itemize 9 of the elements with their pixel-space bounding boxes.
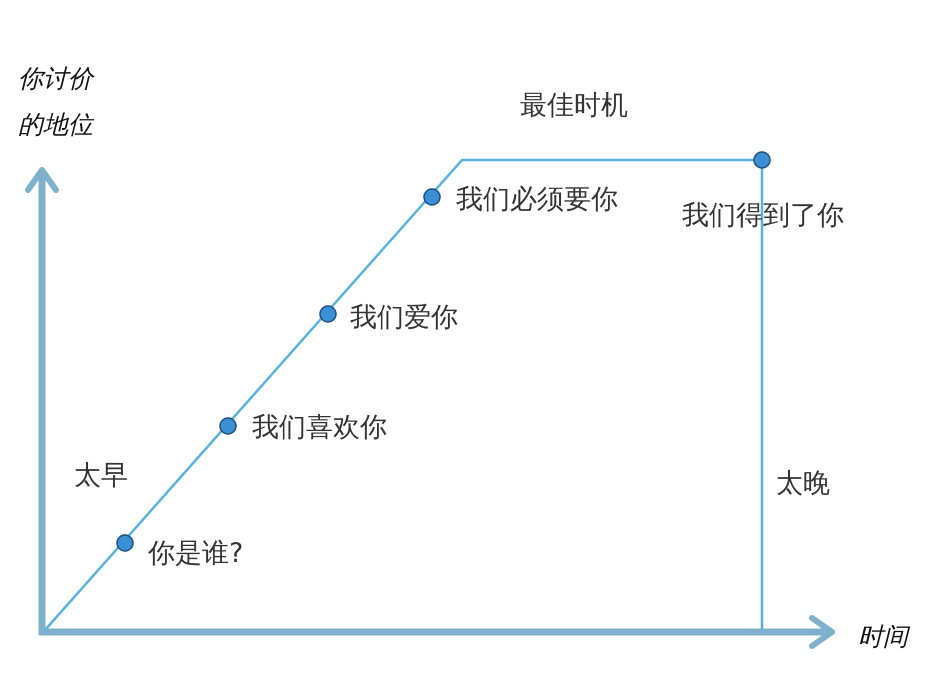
point-label: 太早 [74,459,128,493]
point-label: 你是谁? [148,537,244,571]
point-label: 我们必须要你 [456,183,618,217]
y-axis-label: 你讨价的地位 [18,63,96,141]
x-axis-label: 时间 [858,614,908,660]
point-label: 我们爱你 [350,301,458,335]
point-label: 最佳时机 [520,89,628,123]
point-label: 我们喜欢你 [252,411,387,445]
point-label: 太晚 [776,467,830,501]
